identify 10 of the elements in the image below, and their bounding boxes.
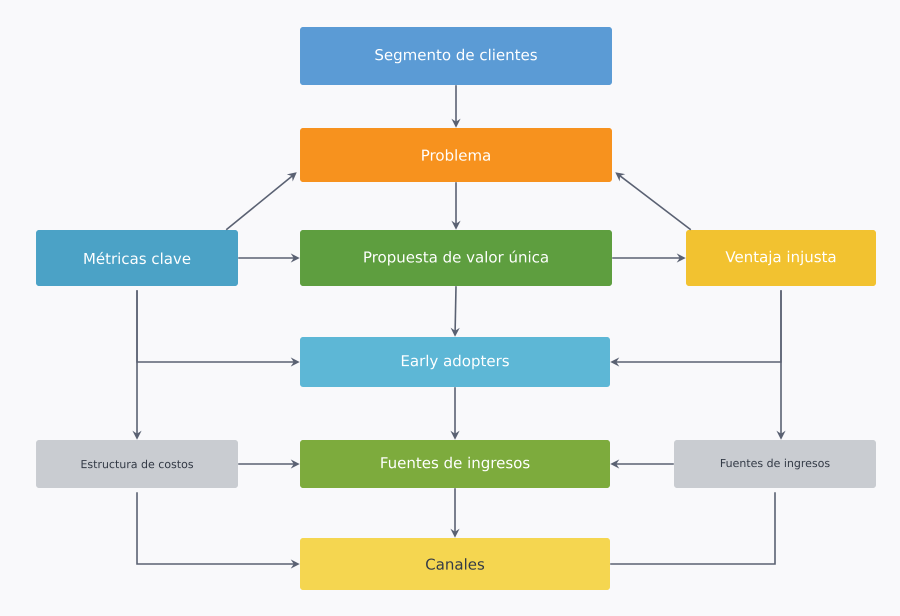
process-box: Segmento de clientes bbox=[300, 27, 612, 85]
process-box: Métricas clave bbox=[36, 230, 238, 286]
process-box: Canales bbox=[300, 538, 610, 590]
process-box: Ventaja injusta bbox=[686, 230, 876, 286]
process-box: Fuentes de ingresos bbox=[300, 440, 610, 488]
process-box: Propuesta de valor única bbox=[300, 230, 612, 286]
process-box: Problema bbox=[300, 128, 612, 182]
process-box: Early adopters bbox=[300, 337, 610, 387]
process-box: Fuentes de ingresos bbox=[674, 440, 876, 488]
process-box: Estructura de costos bbox=[36, 440, 238, 488]
